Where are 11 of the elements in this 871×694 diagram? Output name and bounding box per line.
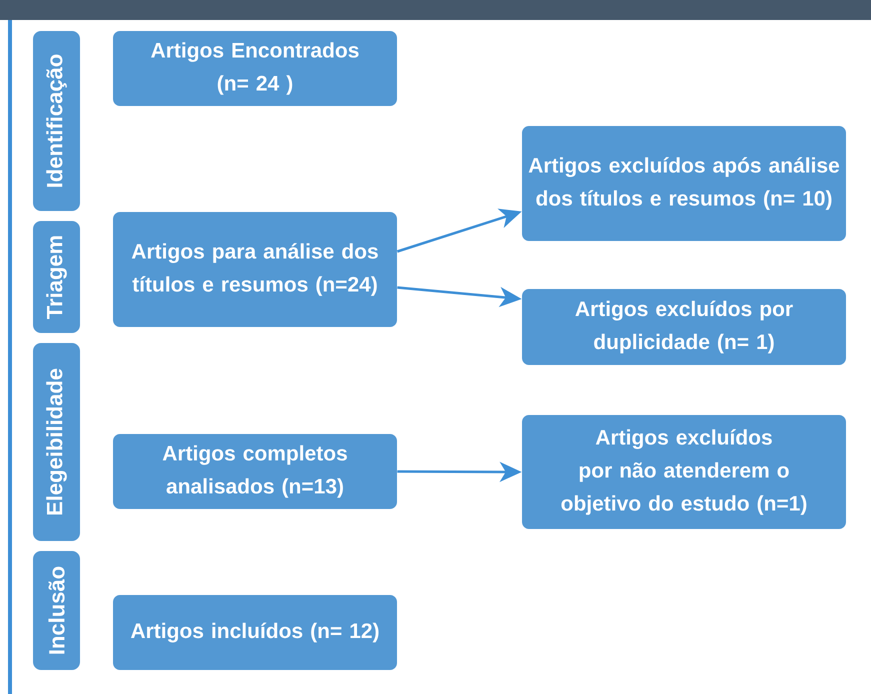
stage-label: Triagem: [33, 221, 80, 333]
process-box: Artigos completos analisados (n=13): [113, 434, 397, 509]
stage-label: Inclusão: [33, 551, 80, 670]
process-box: Artigos Encontrados (n= 24 ): [113, 31, 397, 106]
process-box: Artigos excluídos por duplicidade (n= 1): [522, 289, 846, 365]
stage-label: Elegeibilidade: [33, 343, 80, 541]
stage-label: Identificação: [33, 31, 80, 211]
process-box: Artigos incluídos (n= 12): [113, 595, 397, 670]
process-box: Artigos para análise dos títulos e resumos (n=24): [113, 212, 397, 327]
process-box: Artigos excluídos após análise dos títulos e resumos (n= 10): [522, 126, 846, 241]
process-box: Artigos excluídos por não atenderem o objetivo do estudo (n=1): [522, 415, 846, 529]
